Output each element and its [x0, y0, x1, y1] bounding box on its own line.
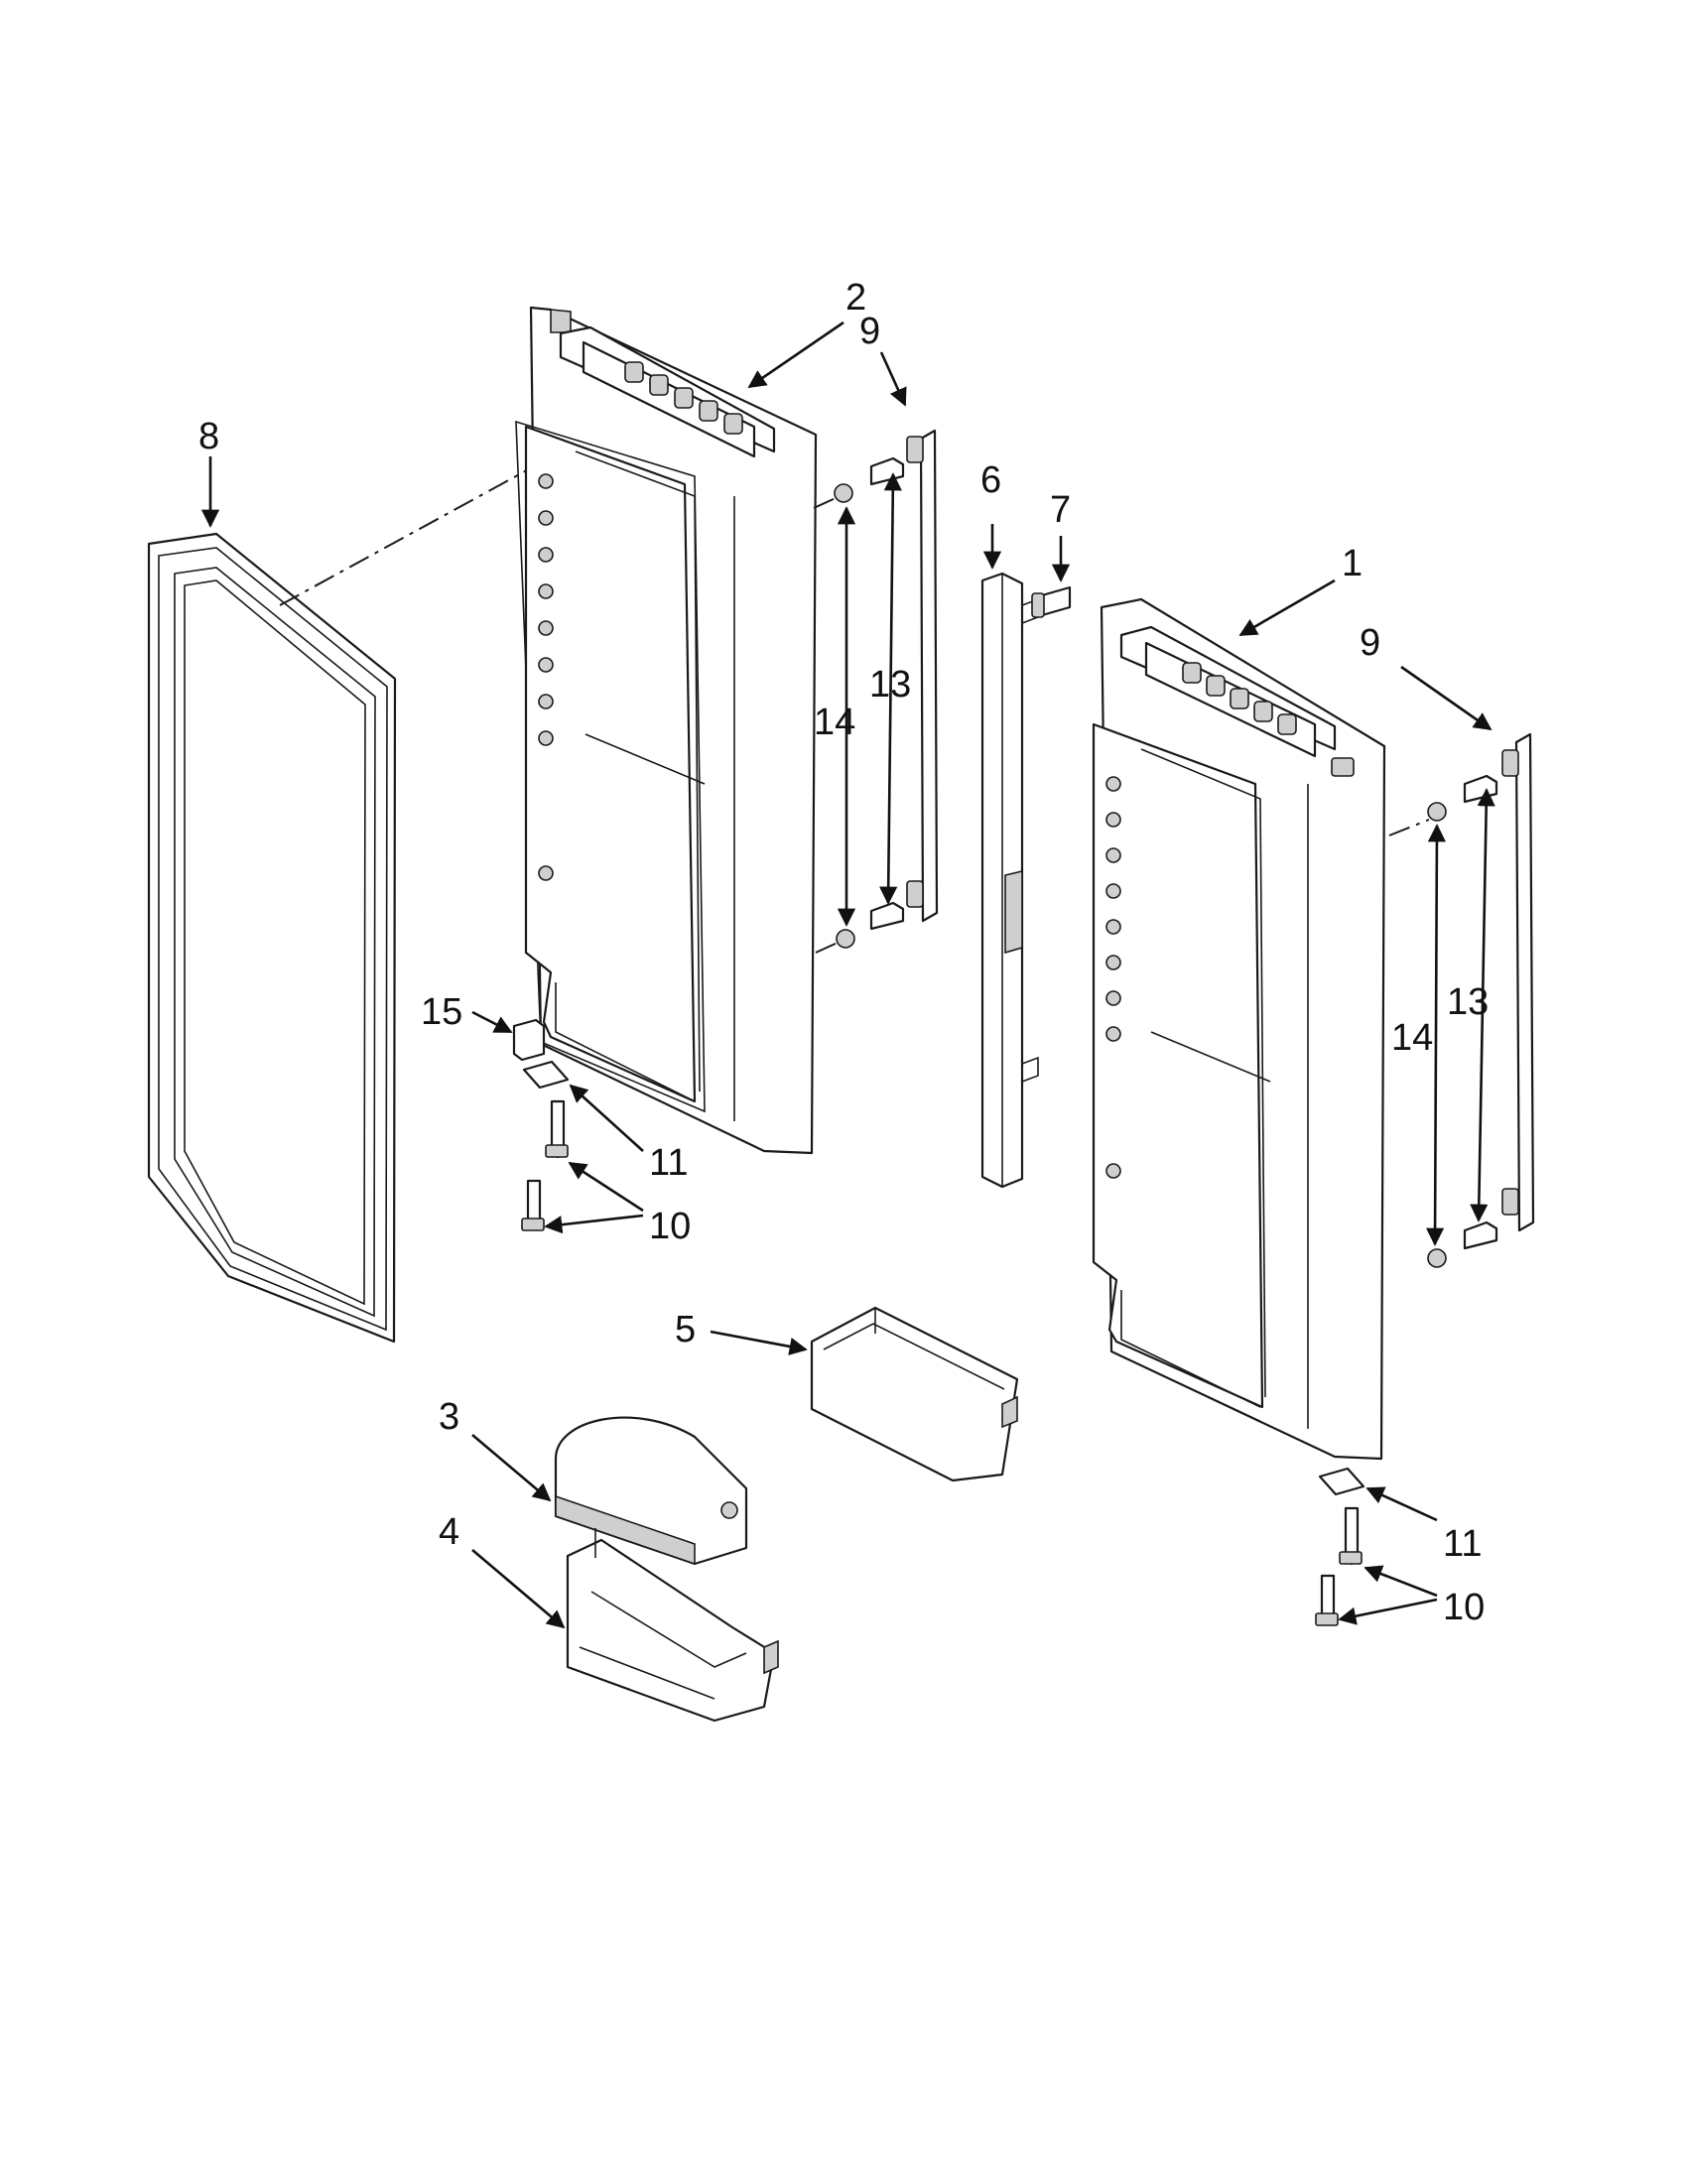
handle-rail-part-9-right	[1501, 732, 1535, 1232]
left-door-shelf-clips	[538, 473, 554, 881]
callout-9-right: 9	[1360, 622, 1380, 664]
callout-3: 3	[439, 1396, 459, 1438]
callout-1: 1	[1342, 543, 1363, 584]
callout-13-left: 13	[869, 664, 911, 706]
gasket-alignment-line	[279, 453, 557, 606]
right-door-shelf-clips	[1105, 776, 1121, 1179]
mullion-part-6	[980, 572, 1039, 1189]
callout-10-right: 10	[1443, 1587, 1485, 1628]
left-door-part-2	[515, 306, 818, 1155]
callout-5: 5	[675, 1309, 696, 1350]
door-gasket-part-8	[147, 532, 397, 1344]
callout-9-left: 9	[859, 311, 880, 352]
callout-7: 7	[1050, 489, 1071, 531]
hinge-bracket-part-11-right	[1318, 1467, 1365, 1496]
mullion-screw-part-7	[1031, 585, 1072, 618]
callout-11-left: 11	[649, 1142, 688, 1184]
right-door-top-vents	[1182, 662, 1297, 735]
hinge-screws-part-10-left	[521, 1099, 569, 1231]
hinge-screws-part-10-right	[1315, 1506, 1363, 1626]
left-door-top-vents	[624, 361, 743, 435]
leader-lines	[200, 321, 1495, 1629]
callout-14-left: 14	[814, 702, 855, 743]
callout-labels: 1 2 3 4 5 6 7 8 9 9 10 10 11 11 13 13 14…	[198, 277, 1489, 1628]
handle-rail-part-9-left	[906, 429, 939, 923]
hinge-bushing-part-15	[512, 1018, 546, 1062]
dairy-cover-part-3	[554, 1416, 748, 1566]
callout-13-right: 13	[1447, 981, 1489, 1023]
hinge-bracket-part-11-left	[522, 1060, 570, 1090]
dairy-bin-part-4	[566, 1528, 779, 1723]
callout-8: 8	[198, 416, 219, 457]
callout-6: 6	[980, 459, 1001, 501]
callout-4: 4	[439, 1511, 459, 1553]
callout-15: 15	[421, 991, 462, 1033]
callout-11-right: 11	[1443, 1523, 1482, 1565]
callout-14-right: 14	[1391, 1017, 1433, 1059]
callout-10-left: 10	[649, 1206, 691, 1247]
right-door-part-1	[1092, 597, 1386, 1461]
handle-fasteners-left	[813, 456, 905, 954]
door-bin-part-5	[810, 1306, 1019, 1482]
callout-2: 2	[845, 277, 866, 319]
